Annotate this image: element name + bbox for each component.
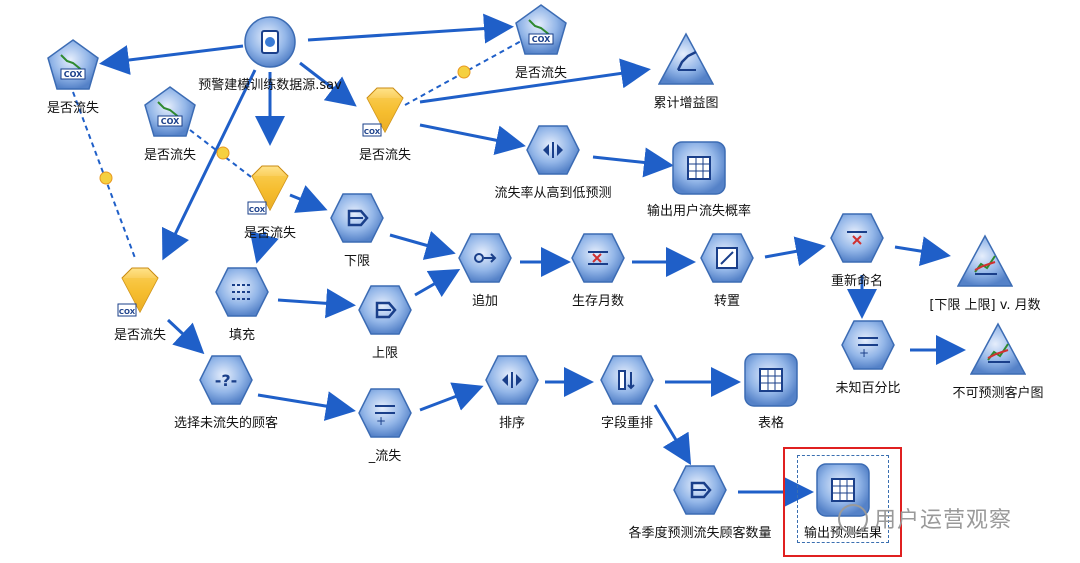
edge — [162, 69, 257, 261]
cox-icon: COX — [144, 86, 196, 137]
node-label: 追加 — [471, 294, 498, 309]
edge — [289, 185, 328, 213]
cox-icon: COX — [47, 39, 99, 90]
svg-text:-?-: -?- — [215, 371, 238, 390]
star-icon — [99, 171, 113, 185]
model-link — [72, 91, 136, 259]
watermark: 用户运营观察 — [838, 502, 1012, 536]
svg-text:COX: COX — [364, 128, 381, 136]
survival-icon — [571, 233, 625, 283]
svg-text:COX: COX — [532, 35, 551, 44]
model-link-stars — [99, 65, 471, 185]
node-label: 选择未流失的顾客 — [173, 416, 278, 431]
table-icon — [816, 463, 870, 517]
node-label: 不可预测客户图 — [952, 386, 1044, 401]
node-label: 各季度预测流失顾客数量 — [628, 526, 772, 541]
model-link — [189, 129, 256, 181]
edge — [99, 44, 244, 75]
node-label: 是否流失 — [46, 101, 99, 116]
node-label: 排序 — [498, 416, 525, 431]
svg-text:+: + — [859, 346, 869, 360]
node-label: [下限 上限] v. 月数 — [929, 298, 1041, 313]
node-label: 是否流失 — [113, 328, 166, 343]
edge — [249, 230, 279, 264]
node-label: 表格 — [757, 416, 784, 431]
edge — [419, 382, 484, 412]
edge — [764, 236, 826, 267]
transpose-icon — [700, 233, 754, 283]
plot-icon — [957, 234, 1013, 287]
source-icon — [244, 16, 296, 68]
node-label: 上限 — [371, 346, 398, 361]
selection-highlight — [783, 447, 902, 557]
svg-text:COX: COX — [249, 206, 266, 214]
edge — [299, 61, 357, 107]
watermark-text: 用户运营观察 — [874, 508, 1013, 533]
edge — [257, 391, 356, 421]
svg-text:+: + — [376, 414, 386, 428]
node-label: 是否流失 — [358, 148, 411, 163]
derive-icon — [330, 193, 384, 243]
wechat-icon — [838, 504, 868, 534]
fill2-icon: + — [358, 388, 412, 438]
selection-marquee — [797, 455, 889, 543]
rename-icon — [830, 213, 884, 263]
edge — [894, 236, 951, 267]
sort-icon — [485, 355, 539, 405]
table-icon — [744, 353, 798, 407]
node-label: 重新命名 — [830, 274, 883, 289]
derive-icon — [358, 285, 412, 335]
star-icon — [216, 146, 230, 160]
svg-text:COX: COX — [119, 308, 136, 316]
node-label: 未知百分比 — [835, 381, 901, 396]
star-icon — [457, 65, 471, 79]
fill-icon — [215, 267, 269, 317]
table-icon — [672, 141, 726, 195]
append-icon — [458, 233, 512, 283]
gem-icon: COX — [117, 267, 159, 317]
cox-icon: COX — [515, 4, 567, 55]
edge — [414, 269, 461, 297]
node-label: 累计增益图 — [653, 96, 719, 111]
node-label: 是否流失 — [514, 66, 567, 81]
node-label: 填充 — [228, 328, 255, 343]
plot-icon — [970, 322, 1026, 375]
derive-icon — [673, 465, 727, 515]
node-label: _流失 — [368, 449, 402, 464]
sort-icon — [526, 125, 580, 175]
gem-icon: COX — [362, 87, 404, 137]
node-label: 流失率从高到低预测 — [494, 186, 612, 201]
node-label: 是否流失 — [243, 226, 296, 241]
edge — [166, 318, 205, 355]
edge — [419, 58, 651, 104]
node-label: 输出用户流失概率 — [646, 204, 751, 219]
edge — [277, 288, 356, 319]
edge — [592, 147, 674, 178]
node-label: 转置 — [713, 294, 740, 309]
edge — [307, 13, 514, 44]
edge — [419, 123, 526, 156]
node-label: 预警建模训练数据源.sav — [198, 78, 342, 93]
edge — [389, 231, 456, 260]
edge — [653, 404, 692, 466]
node-label: 生存月数 — [571, 294, 624, 309]
node-label: 字段重排 — [600, 416, 653, 431]
fill2-icon: + — [841, 320, 895, 370]
reorder-icon — [600, 355, 654, 405]
curve-icon — [658, 32, 714, 85]
select-icon: -?- — [199, 355, 253, 405]
node-label: 下限 — [343, 254, 370, 269]
svg-text:COX: COX — [161, 117, 180, 126]
svg-text:COX: COX — [64, 70, 83, 79]
node-label: 是否流失 — [143, 148, 196, 163]
gem-icon: COX — [247, 165, 289, 215]
edges — [99, 13, 966, 507]
